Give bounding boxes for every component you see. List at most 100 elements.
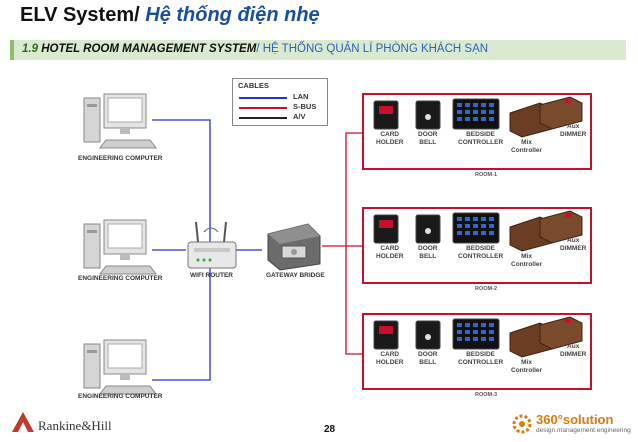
bedside-button: [457, 224, 462, 228]
bedside-button: [481, 217, 486, 221]
aux-dimmer-device: [539, 210, 583, 244]
router-icon: [187, 221, 237, 269]
room-label-2: ROOM-2: [475, 286, 497, 292]
title-vi: Hệ thống điện nhẹ: [139, 4, 320, 26]
legend-label: A/V: [293, 112, 306, 121]
rankine-hill-text: Rankine&Hill: [38, 418, 112, 433]
lan-swatch: [239, 97, 287, 99]
bedside-button: [481, 110, 486, 114]
bedside-button: [481, 117, 486, 121]
bedside-button: [473, 323, 478, 327]
legend-label: LAN: [293, 92, 309, 101]
bedside-button: [465, 117, 470, 121]
door-bell-button: [425, 114, 431, 120]
computer-label-1: ENGINEERING COMPUTER: [78, 155, 163, 162]
room-label-1: ROOM-1: [475, 172, 497, 178]
page-title: ELV System/ Hệ thống điện nhẹ: [20, 4, 320, 27]
bedside-button: [457, 117, 462, 121]
bedside-button: [465, 231, 470, 235]
section-title-en: HOTEL ROOM MANAGEMENT SYSTEM: [41, 43, 257, 55]
aux-dimmer-device: [539, 96, 583, 130]
bedside-button: [481, 231, 486, 235]
bedside-button: [489, 231, 494, 235]
section-bar: [10, 40, 626, 60]
bedside-button: [465, 330, 470, 334]
bedside-button: [473, 103, 478, 107]
computer-label-2: ENGINEERING COMPUTER: [78, 275, 163, 282]
computer-icon: [83, 339, 157, 395]
title-en: ELV System/: [20, 4, 140, 26]
bedside-button: [473, 224, 478, 228]
solution-logo-text: 360°solution: [536, 412, 614, 427]
gateway-label: GATEWAY BRIDGE: [266, 272, 325, 279]
bedside-button: [465, 337, 470, 341]
legend-item-av: A/V: [239, 112, 323, 122]
section-number: 1.9: [22, 43, 38, 55]
aux-dimmer-indicator: [565, 213, 571, 217]
bedside-button: [481, 330, 486, 334]
bedside-button: [457, 337, 462, 341]
cables-legend: CABLES LAN S-BUS A/V: [232, 78, 328, 126]
solution-logo-icon: [512, 414, 532, 434]
bedside-button: [489, 323, 494, 327]
bedside-button: [465, 103, 470, 107]
bedside-button: [465, 323, 470, 327]
bedside-button: [481, 103, 486, 107]
bedside-button: [481, 224, 486, 228]
rankine-hill-logo: [12, 412, 34, 432]
computer-icon: [83, 93, 157, 149]
bedside-button: [473, 117, 478, 121]
solution-logo-subtext: design.management.engineering: [536, 427, 631, 434]
aux-dimmer-device: [539, 316, 583, 350]
sbus-line: [322, 132, 362, 355]
bedside-button: [457, 231, 462, 235]
bedside-button: [473, 337, 478, 341]
bedside-button: [481, 337, 486, 341]
bedside-button: [473, 217, 478, 221]
bedside-button: [473, 330, 478, 334]
computer-icon: [83, 219, 157, 275]
bedside-button: [489, 337, 494, 341]
bedside-button: [489, 117, 494, 121]
aux-dimmer-indicator: [565, 99, 571, 103]
aux-dimmer-indicator: [565, 319, 571, 323]
bedside-button: [457, 217, 462, 221]
section-title-vi: / HỆ THỐNG QUẢN LÍ PHÒNG KHÁCH SẠN: [256, 43, 489, 55]
legend-item-lan: LAN: [239, 92, 323, 102]
section-title: 1.9 HOTEL ROOM MANAGEMENT SYSTEM/ HỆ THỐ…: [22, 43, 488, 55]
av-swatch: [239, 117, 287, 119]
room-box-2: [362, 207, 592, 284]
bedside-button: [465, 217, 470, 221]
door-bell-button: [425, 334, 431, 340]
bedside-button: [489, 110, 494, 114]
legend-item-sbus: S-BUS: [239, 102, 323, 112]
card-holder-slot: [379, 220, 393, 228]
room-label-3: ROOM-3: [475, 392, 497, 398]
legend-title: CABLES: [238, 81, 269, 90]
bedside-button: [473, 110, 478, 114]
router-label: WIFI ROUTER: [190, 272, 233, 279]
bedside-button: [457, 323, 462, 327]
card-holder-slot: [379, 326, 393, 334]
bedside-button: [489, 330, 494, 334]
bedside-button: [465, 110, 470, 114]
computer-label-3: ENGINEERING COMPUTER: [78, 393, 163, 400]
bedside-button: [481, 323, 486, 327]
door-bell-button: [425, 228, 431, 234]
bedside-button: [465, 224, 470, 228]
